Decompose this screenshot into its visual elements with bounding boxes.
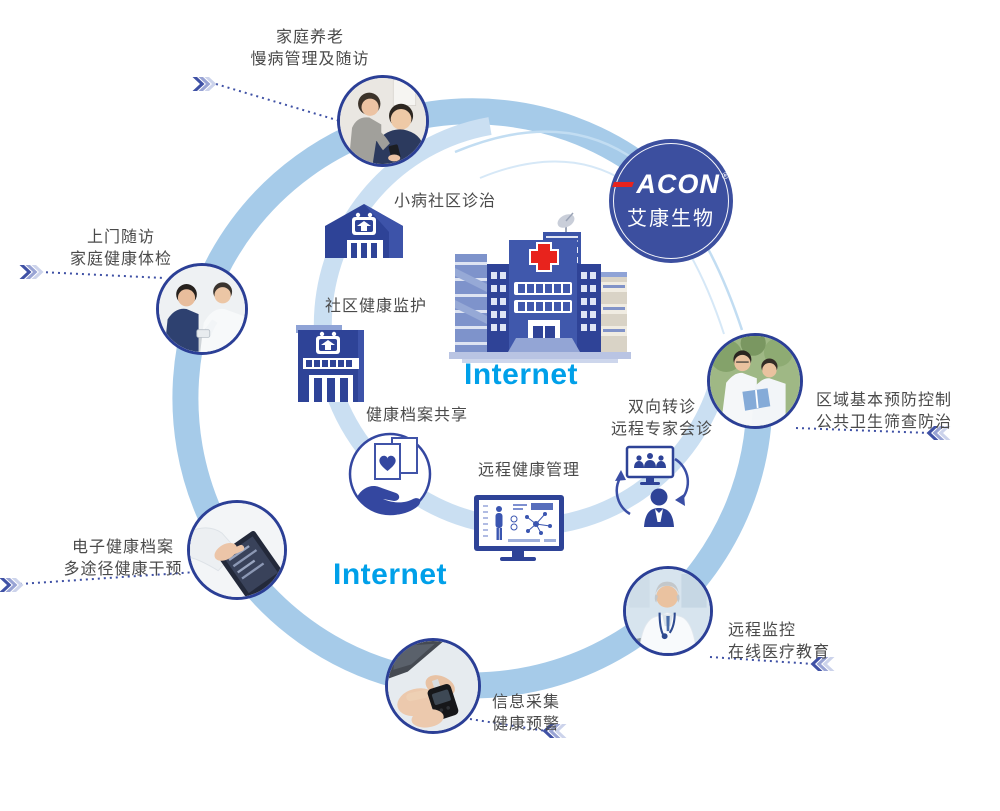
- label-remote-health: 远程健康管理: [478, 462, 581, 479]
- photo-regional-prevention: [707, 333, 803, 429]
- photo-ehr-tablet: [187, 500, 287, 600]
- family-photo-illustration: [340, 78, 426, 164]
- referral-cycle-icon: [615, 445, 690, 527]
- connector-info-collection: [469, 718, 547, 732]
- photo-remote-doctor: [623, 566, 713, 656]
- photo-info-collection: [385, 638, 481, 734]
- hospital-icon: [449, 212, 631, 363]
- registered-mark: ®: [721, 171, 729, 181]
- connector-home-visit: [39, 271, 165, 279]
- photo-family-care: [337, 75, 429, 167]
- label-family-care-line1: 家庭养老: [275, 29, 344, 46]
- internet-label-bottom: Internet: [332, 558, 447, 591]
- label-ehr-line1: 电子健康档案: [71, 539, 174, 556]
- label-records-sharing: 健康档案共享: [366, 407, 469, 424]
- acon-red-dash: [612, 182, 635, 187]
- home-visit-photo-illustration: [159, 266, 245, 352]
- arrow-regional-prevention: [926, 426, 951, 440]
- label-home-visit-line2: 家庭健康体检: [69, 251, 172, 268]
- label-family-care-line2: 慢病管理及随访: [250, 51, 370, 68]
- label-home-visit: 上门随访 家庭健康体检: [30, 227, 212, 271]
- arrow-ehr: [0, 578, 24, 592]
- label-regional-prevention-line1: 区域基本预防控制: [816, 392, 953, 409]
- documents-heart-icon: [374, 437, 418, 480]
- label-referral-line2: 远程专家会诊: [610, 421, 713, 438]
- arrow-remote-monitoring: [810, 657, 835, 671]
- label-referral-line1: 双向转诊: [627, 399, 696, 416]
- connector-regional-prevention: [795, 427, 931, 434]
- satellite-dish-icon: [557, 212, 575, 236]
- regional-prevention-photo-illustration: [710, 336, 800, 426]
- ehr-photo-illustration: [190, 503, 284, 597]
- acon-logo-ring: [613, 143, 729, 259]
- screen-people-icon: [634, 453, 666, 468]
- orbit-line-1: [454, 130, 744, 331]
- community-clinic-building-icon: [325, 204, 403, 258]
- label-info-collection-line1: 信息采集: [492, 694, 561, 711]
- internet-label-top: Internet: [463, 358, 578, 391]
- label-family-care: 家庭养老 慢病管理及随访: [205, 27, 415, 71]
- label-ehr: 电子健康档案 多途径健康干预: [48, 537, 198, 581]
- label-ehr-line2: 多途径健康干预: [63, 561, 183, 578]
- community-monitor-building-icon: [296, 325, 364, 402]
- label-remote-monitoring-line1: 远程监控: [728, 622, 797, 639]
- arrow-family-care: [192, 77, 217, 91]
- photo-home-visit: [156, 263, 248, 355]
- label-info-collection-line2: 健康预警: [492, 716, 561, 733]
- red-cross-icon: [529, 242, 559, 272]
- records-sharing-icon: [348, 432, 432, 516]
- label-regional-prevention: 区域基本预防控制 公共卫生筛查防治: [816, 390, 952, 434]
- label-community-clinic: 小病社区诊治: [394, 193, 497, 210]
- dotted-connectors: [19, 83, 931, 732]
- label-remote-monitoring: 远程监控 在线医疗教育: [728, 620, 830, 664]
- label-referral: 双向转诊 远程专家会诊: [582, 397, 742, 441]
- label-info-collection: 信息采集 健康预警: [492, 692, 560, 736]
- hand-icon: [357, 486, 421, 515]
- arrow-info-collection: [542, 724, 567, 738]
- label-community-monitor: 社区健康监护: [325, 298, 428, 315]
- label-home-visit-line1: 上门随访: [86, 229, 155, 246]
- connector-family-care: [215, 83, 341, 122]
- arrow-home-visit: [19, 265, 44, 279]
- remote-health-monitor-icon: [474, 495, 564, 561]
- label-regional-prevention-line2: 公共卫生筛查防治: [816, 414, 953, 431]
- acon-logo: ACON ® 艾康生物: [609, 139, 733, 263]
- label-remote-monitoring-line2: 在线医疗教育: [728, 644, 831, 661]
- remote-doctor-photo-illustration: [626, 569, 710, 653]
- info-collection-photo-illustration: [388, 641, 478, 731]
